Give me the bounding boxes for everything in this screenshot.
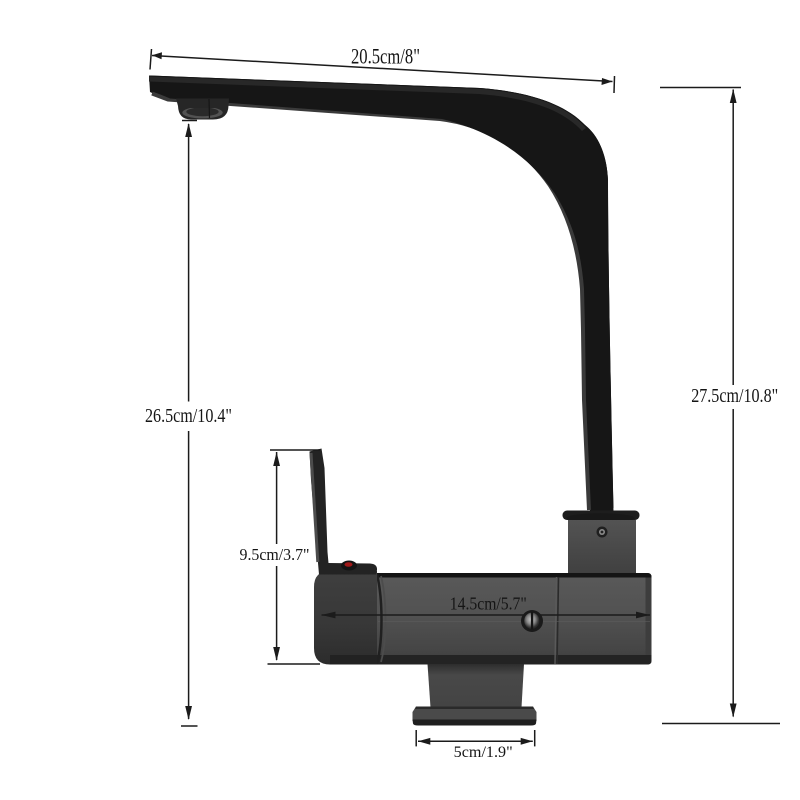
svg-text:5cm/1.9": 5cm/1.9" xyxy=(454,744,513,761)
svg-text:14.5cm/5.7": 14.5cm/5.7" xyxy=(450,594,527,614)
svg-text:26.5cm/10.4": 26.5cm/10.4" xyxy=(145,406,232,427)
svg-text:9.5cm/3.7": 9.5cm/3.7" xyxy=(240,545,310,564)
svg-text:20.5cm/8": 20.5cm/8" xyxy=(351,44,420,69)
svg-text:27.5cm/10.8": 27.5cm/10.8" xyxy=(691,386,778,407)
